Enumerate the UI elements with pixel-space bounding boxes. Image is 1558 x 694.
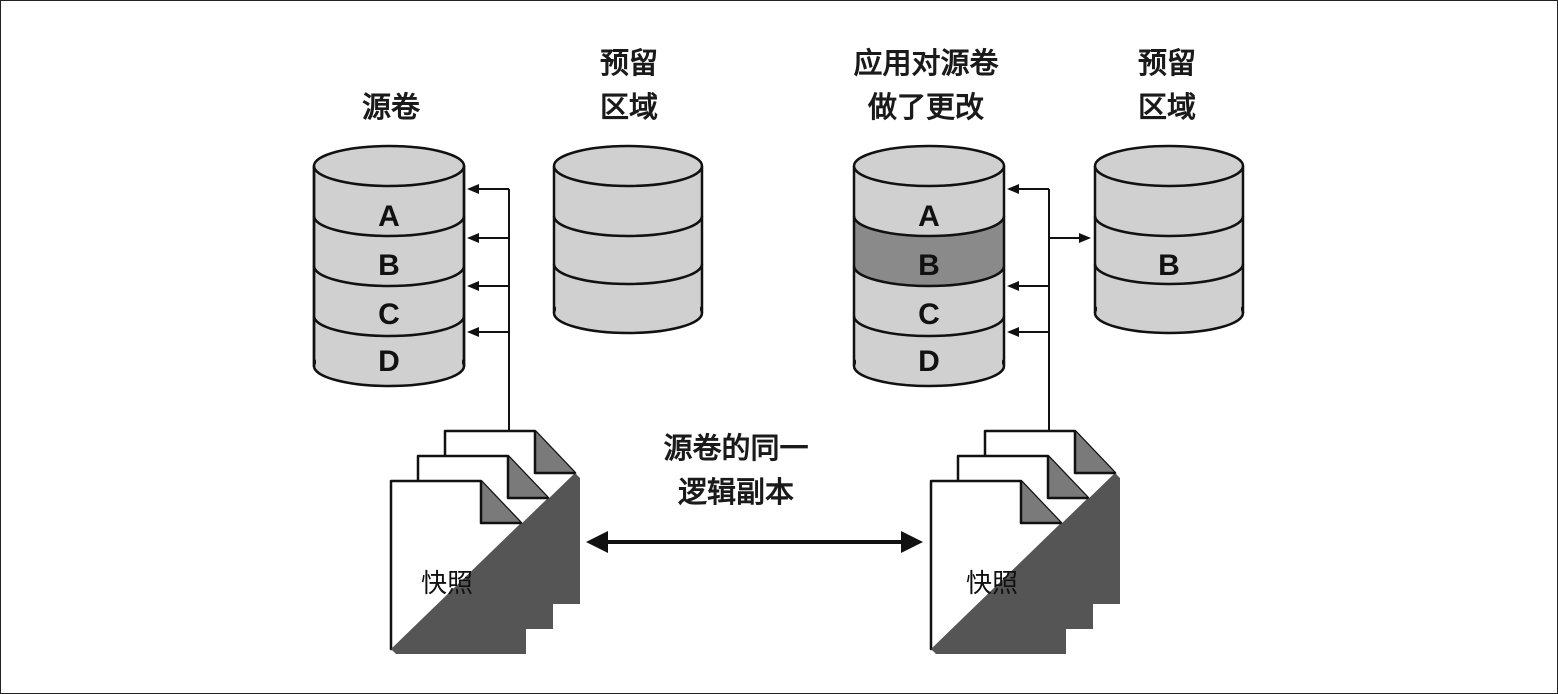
right-slot-a: A	[918, 200, 940, 233]
left-reserve-label: 预留 区域	[599, 46, 658, 124]
left-source-label: 源卷	[361, 90, 420, 124]
right-snapshot-stack	[929, 429, 1120, 654]
right-source-cylinder	[852, 144, 1006, 388]
left-slot-a: A	[378, 200, 400, 233]
right-snapshot-label: 快照	[966, 569, 1019, 599]
left-slot-d: D	[378, 345, 400, 378]
right-reserve-label: 预留 区域	[1137, 46, 1196, 124]
left-snapshot-label: 快照	[421, 569, 474, 599]
logical-copy-arrow	[586, 531, 923, 553]
right-source-label: 应用对源卷 做了更改	[853, 46, 999, 124]
left-reserve-cylinder	[552, 144, 704, 335]
right-slot-d: D	[918, 345, 940, 378]
right-slot-c: C	[918, 298, 940, 331]
right-reserve-slot-b: B	[1158, 249, 1180, 282]
left-slot-c: C	[378, 298, 400, 331]
center-label: 源卷的同一 逻辑副本	[663, 431, 809, 509]
left-connector	[467, 184, 510, 433]
left-slot-b: B	[378, 249, 400, 282]
right-connector	[1007, 184, 1091, 433]
left-source-cylinder	[312, 144, 466, 388]
left-snapshot-stack	[389, 429, 580, 654]
right-slot-b: B	[918, 249, 940, 282]
right-reserve-cylinder	[1093, 144, 1245, 335]
